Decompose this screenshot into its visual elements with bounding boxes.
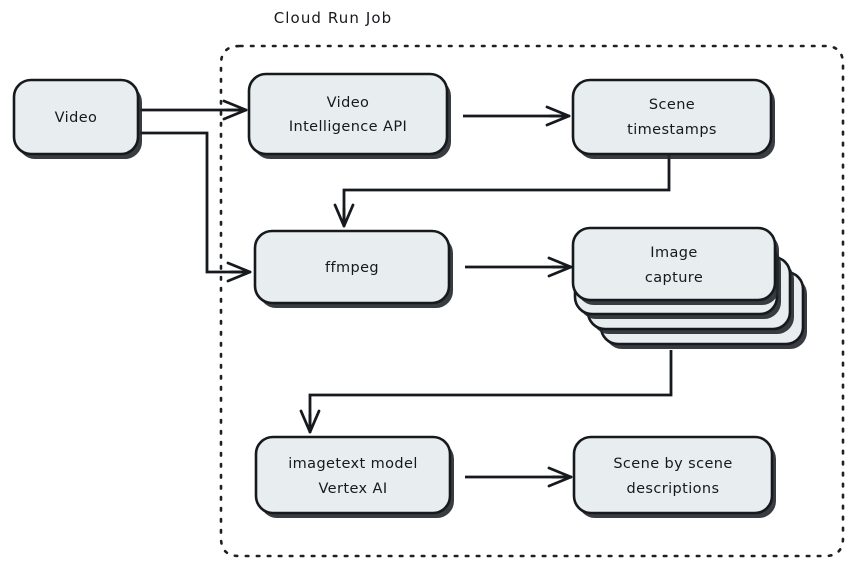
group-dotted-border — [219, 44, 845, 558]
node-image-capture-label-line1: Image — [650, 245, 697, 261]
node-scene-timestamps[interactable]: Scene timestamps — [571, 78, 775, 159]
node-imagetext-model-label-line1: imagetext model — [288, 456, 418, 472]
node-video-intelligence-api[interactable]: Video Intelligence API — [247, 72, 451, 159]
node-scene-descriptions-label-line2: descriptions — [627, 481, 720, 497]
edge-ffmpeg-to-image-capture — [465, 256, 573, 278]
edge-image-capture-to-imagetext-model — [299, 350, 673, 434]
edge-scene-timestamps-to-ffmpeg — [333, 155, 671, 228]
node-scene-timestamps-box — [571, 78, 773, 156]
node-scene-timestamps-label-line2: timestamps — [627, 122, 717, 138]
edge-imagetext-model-to-scene-descriptions — [465, 466, 573, 488]
node-imagetext-model-label-line2: Vertex AI — [318, 481, 387, 497]
node-scene-by-scene-descriptions[interactable]: Scene by scene descriptions — [572, 435, 776, 518]
node-ffmpeg-label: ffmpeg — [325, 260, 379, 276]
edge-video-intelligence-api-to-scene-timestamps — [463, 105, 571, 127]
node-ffmpeg-box — [253, 229, 451, 305]
node-ffmpeg[interactable]: ffmpeg — [253, 229, 453, 308]
node-image-capture-front — [571, 226, 777, 302]
node-image-capture[interactable]: Image capture — [571, 226, 807, 349]
group-title-label: Cloud Run Job — [274, 9, 393, 27]
node-scene-descriptions-label-line1: Scene by scene — [613, 456, 732, 472]
node-video-box — [12, 78, 140, 156]
node-video-intelligence-api-label-line2: Intelligence API — [289, 119, 407, 135]
node-video-intelligence-api-label-line1: Video — [327, 95, 370, 111]
node-imagetext-model-vertex-ai[interactable]: imagetext model Vertex AI — [254, 435, 454, 518]
node-video-intelligence-api-box — [247, 72, 449, 156]
node-video[interactable]: Video — [12, 78, 142, 159]
node-scene-descriptions-box — [572, 435, 774, 515]
node-image-capture-label-line2: capture — [645, 270, 703, 286]
edge-video-to-ffmpeg — [140, 131, 252, 283]
node-video-label: Video — [55, 110, 98, 126]
node-imagetext-model-box — [254, 435, 452, 515]
node-scene-timestamps-label-line1: Scene — [649, 97, 695, 113]
edge-video-to-video-intelligence-api — [140, 99, 248, 121]
group-cloud-run-job: Cloud Run Job — [219, 9, 845, 558]
